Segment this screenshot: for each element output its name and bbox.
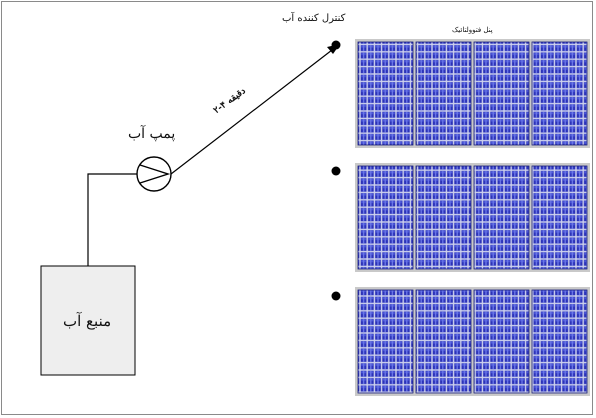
pump-symbol — [136, 156, 172, 192]
solar-module — [415, 165, 472, 270]
controller-dot-row-3 — [331, 291, 341, 301]
water-controller-label: کنترل کننده آب — [282, 13, 346, 24]
solar-module — [415, 289, 472, 394]
solar-module — [531, 41, 588, 146]
solar-module — [357, 165, 414, 270]
water-pump-label: پمپ آب — [128, 126, 176, 142]
solar-module — [531, 289, 588, 394]
solar-module — [357, 41, 414, 146]
controller-dot-row-2 — [331, 166, 341, 176]
solar-module — [357, 289, 414, 394]
panel-row-1 — [355, 39, 590, 148]
solar-module — [473, 165, 530, 270]
pipe-tank-to-pump — [87, 173, 137, 266]
panel-row-2 — [355, 163, 590, 272]
solar-module — [531, 165, 588, 270]
solar-module — [415, 41, 472, 146]
panel-row-3 — [355, 287, 590, 396]
solar-panel-array — [355, 39, 590, 396]
solar-module — [473, 41, 530, 146]
pipe-to-controller-arrow — [170, 44, 340, 175]
photovoltaic-panel-label: پنل فتوولتائیک — [452, 26, 493, 34]
controller-dot-row-1 — [331, 40, 341, 50]
water-source-label: منبع آب — [63, 312, 112, 330]
solar-module — [473, 289, 530, 394]
